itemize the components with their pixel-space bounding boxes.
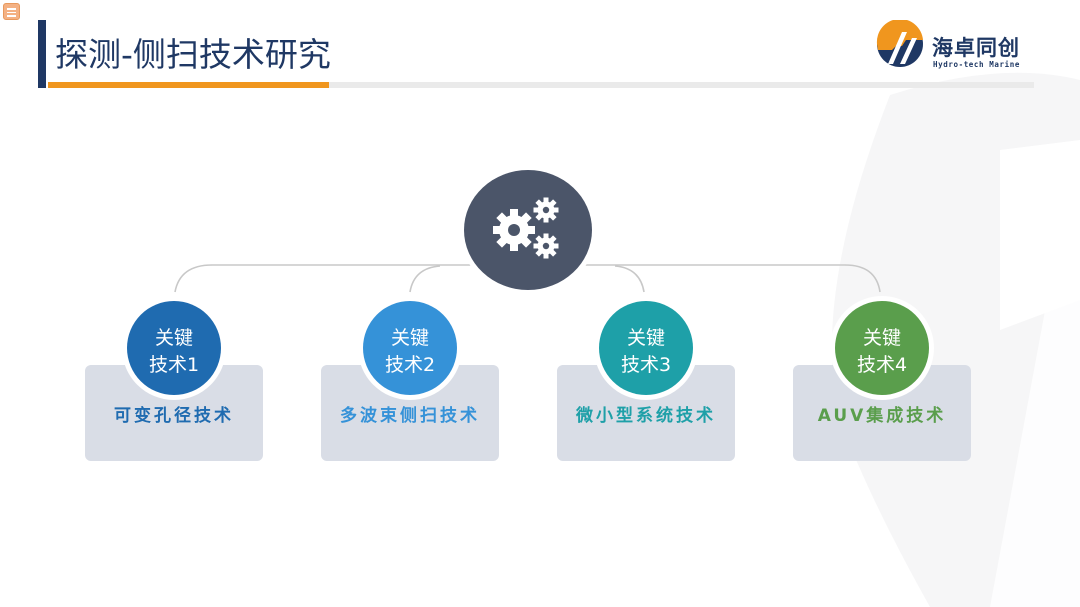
tech-card-1: 可变孔径技术 <box>85 365 263 461</box>
tech-node-line2: 技术1 <box>148 354 200 376</box>
hub-circle <box>464 170 592 290</box>
page-title: 探测-侧扫技术研究 <box>55 35 331 74</box>
logo-name-en: Hydro-tech Marine <box>933 60 1020 69</box>
tech-node-2: 关键 技术2 <box>358 296 462 400</box>
title-accent-bar <box>38 20 46 88</box>
tech-node-line2: 技术3 <box>620 354 672 376</box>
tech-node-line1: 关键 <box>390 327 429 349</box>
tech-node-line1: 关键 <box>154 327 193 349</box>
tech-node-line2: 技术2 <box>384 354 436 376</box>
tech-node-line1: 关键 <box>626 327 665 349</box>
tech-node-3: 关键 技术3 <box>594 296 698 400</box>
tech-card-label: 多波束侧扫技术 <box>340 406 480 426</box>
title-underline-accent <box>48 82 329 88</box>
tech-node-1: 关键 技术1 <box>122 296 226 400</box>
logo-mark-icon <box>876 20 923 67</box>
tech-node-line2: 技术4 <box>856 354 908 376</box>
gears-icon <box>493 197 559 259</box>
tech-node-4: 关键 技术4 <box>830 296 934 400</box>
comment-icon[interactable] <box>3 3 20 20</box>
tech-card-label: 微小型系统技术 <box>576 406 716 426</box>
logo-name-cn: 海卓同创 <box>932 36 1020 60</box>
tech-card-label: AUV集成技术 <box>817 406 947 426</box>
title-underline-rule <box>329 82 1034 88</box>
company-logo: 海卓同创 Hydro-tech Marine <box>876 20 1036 72</box>
tech-node-line1: 关键 <box>862 327 901 349</box>
tech-card-label: 可变孔径技术 <box>114 406 234 426</box>
